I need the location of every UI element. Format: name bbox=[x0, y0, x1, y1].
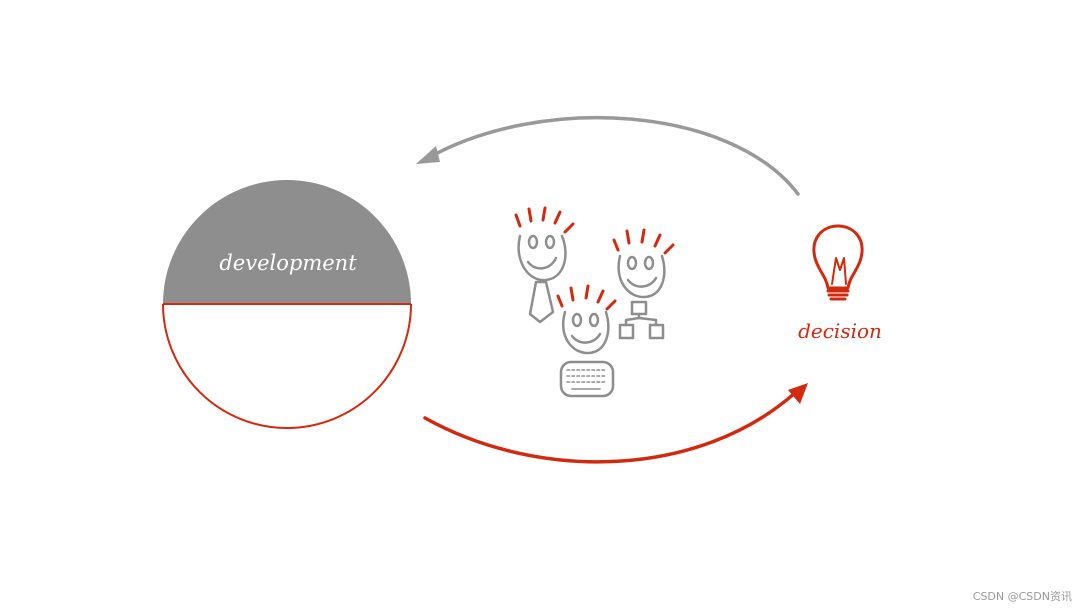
watermark: CSDN @CSDN资讯 bbox=[972, 590, 1072, 603]
feedback-arrow bbox=[416, 115, 800, 196]
decision-label: decision bbox=[798, 319, 882, 343]
development-filled-half bbox=[163, 180, 411, 304]
delivery-arrow-curve bbox=[423, 390, 798, 464]
tie-icon bbox=[528, 280, 555, 324]
delivery-arrow-head bbox=[788, 383, 808, 404]
feedback-arrow-curve bbox=[426, 115, 800, 196]
development-label: development bbox=[219, 251, 357, 275]
development-empty-half bbox=[162, 303, 412, 429]
developer-network-icon bbox=[612, 228, 675, 340]
feedback-arrow-head bbox=[416, 146, 440, 164]
keyboard-icon bbox=[559, 360, 615, 398]
decision-group: decision bbox=[798, 224, 882, 343]
delivery-arrow bbox=[423, 383, 808, 464]
developer-keyboard-icon bbox=[556, 284, 617, 398]
network-diagram-icon bbox=[618, 300, 665, 340]
development-circle: development bbox=[162, 180, 412, 429]
three-developers-icon bbox=[514, 206, 675, 398]
lightbulb-icon bbox=[812, 224, 864, 301]
developer-tie-icon bbox=[514, 206, 575, 324]
